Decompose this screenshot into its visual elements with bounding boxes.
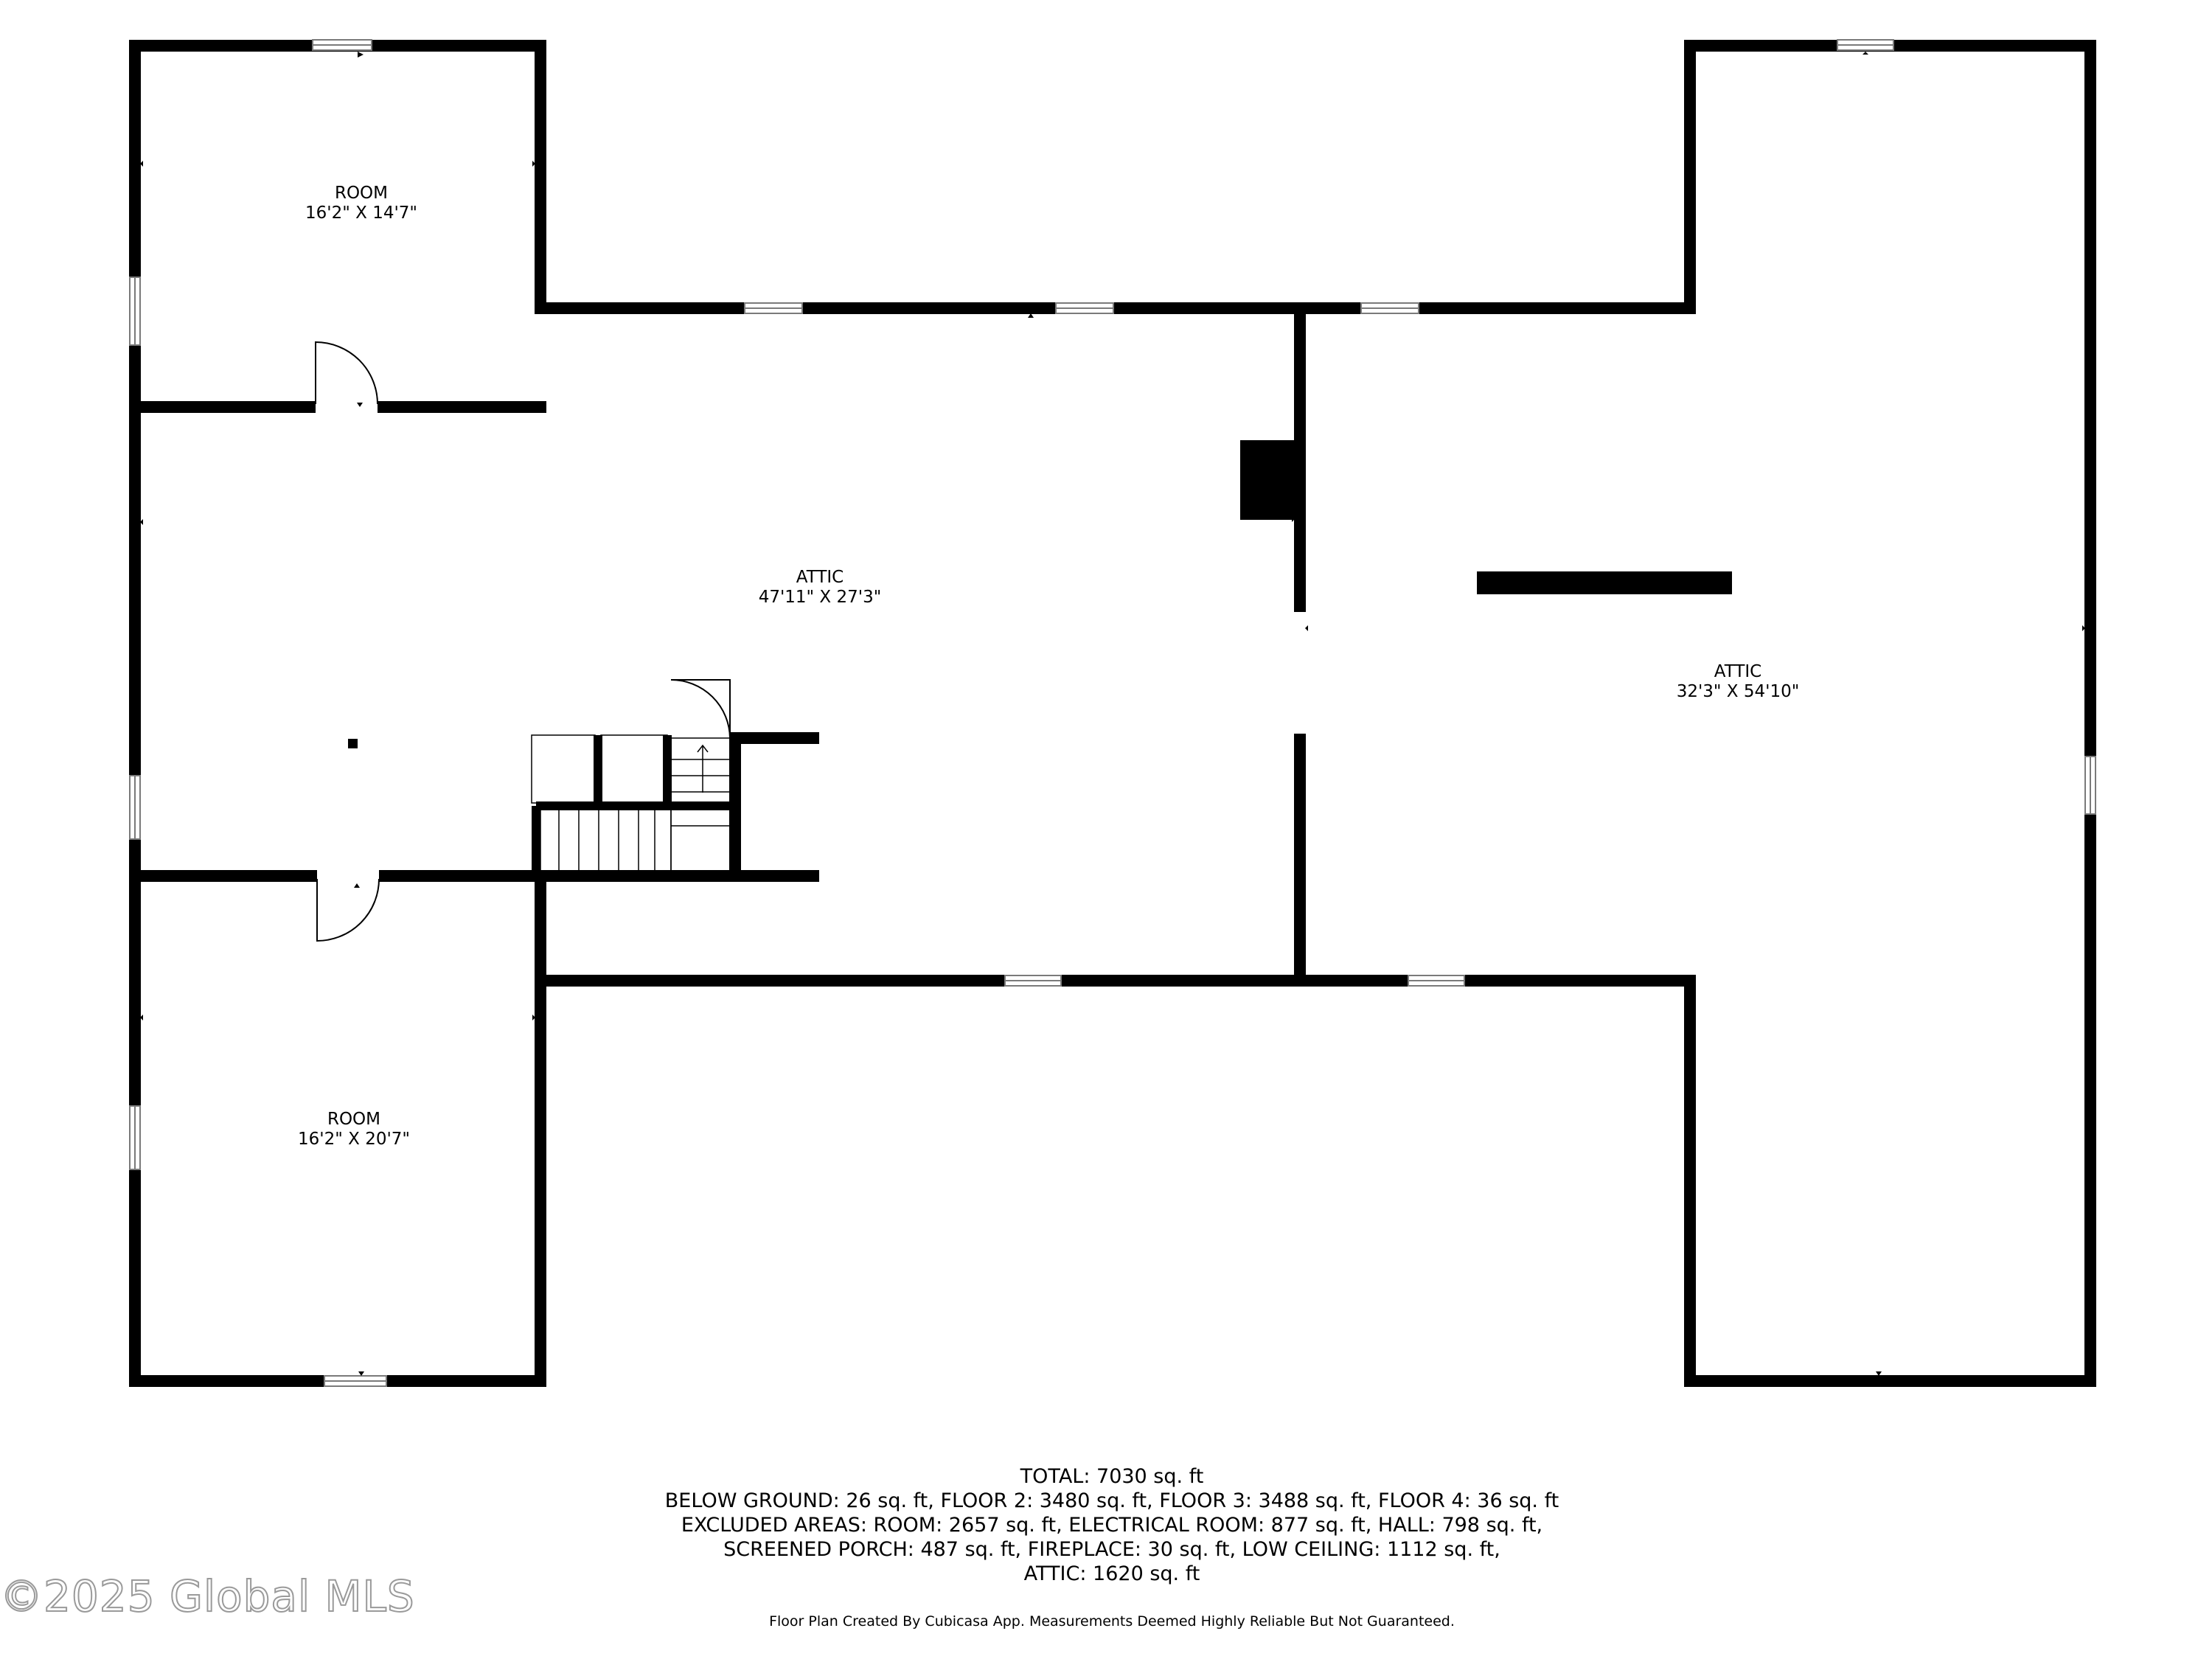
- stair-landing-2: [600, 734, 668, 804]
- dimension-ticks: [140, 52, 2085, 1376]
- watermark: ©2025 Global MLS: [0, 1571, 415, 1622]
- door-swing: [316, 878, 380, 942]
- room-name: ROOM: [327, 1110, 381, 1129]
- door-swing: [315, 341, 378, 405]
- chimney: [1240, 440, 1300, 520]
- room-dimensions: 47'11" X 27'3": [758, 588, 882, 607]
- room-label-central-attic: ATTIC 47'11" X 27'3": [759, 568, 882, 608]
- stairs: [531, 734, 736, 872]
- fixtures: [348, 440, 1732, 748]
- stair-walls: [532, 735, 735, 876]
- area-summary: TOTAL: 7030 sq. ft BELOW GROUND: 26 sq. …: [665, 1464, 1559, 1586]
- room-label-right-attic: ATTIC 32'3" X 54'10": [1677, 662, 1800, 702]
- post: [348, 739, 358, 748]
- wall-top-left-room: [129, 40, 546, 314]
- room-dimensions: 16'2" X 14'7": [305, 204, 417, 223]
- stair-landing-1: [531, 734, 596, 804]
- summary-excluded: EXCLUDED AREAS: ROOM: 2657 sq. ft, ELECT…: [681, 1514, 1543, 1537]
- summary-excluded-cont: SCREENED PORCH: 487 sq. ft, FIREPLACE: 3…: [723, 1538, 1500, 1561]
- stair-run-horizontal: [540, 808, 672, 872]
- summary-attic: ATTIC: 1620 sq. ft: [1023, 1562, 1200, 1585]
- room-label-bottom-left: ROOM 16'2" X 20'7": [298, 1110, 410, 1150]
- room-name: ROOM: [334, 184, 389, 203]
- walls: [129, 40, 2096, 1387]
- wall-openings: [316, 398, 1307, 885]
- summary-floors: BELOW GROUND: 26 sq. ft, FLOOR 2: 3480 s…: [664, 1489, 1559, 1512]
- windows: [129, 39, 2096, 1387]
- room-dimensions: 32'3" X 54'10": [1676, 682, 1800, 701]
- wall-bottom-left-room: [129, 870, 546, 1387]
- door-swing: [670, 679, 731, 739]
- room-name: ATTIC: [796, 568, 844, 587]
- beam: [1477, 571, 1732, 594]
- summary-total: TOTAL: 7030 sq. ft: [1020, 1465, 1204, 1488]
- disclaimer: Floor Plan Created By Cubicasa App. Meas…: [769, 1613, 1455, 1630]
- doors: [315, 341, 731, 942]
- room-label-top-left: ROOM 16'2" X 14'7": [305, 184, 417, 223]
- room-dimensions: 16'2" X 20'7": [298, 1130, 410, 1149]
- room-name: ATTIC: [1714, 662, 1762, 681]
- wall-central-top: [535, 40, 2096, 1387]
